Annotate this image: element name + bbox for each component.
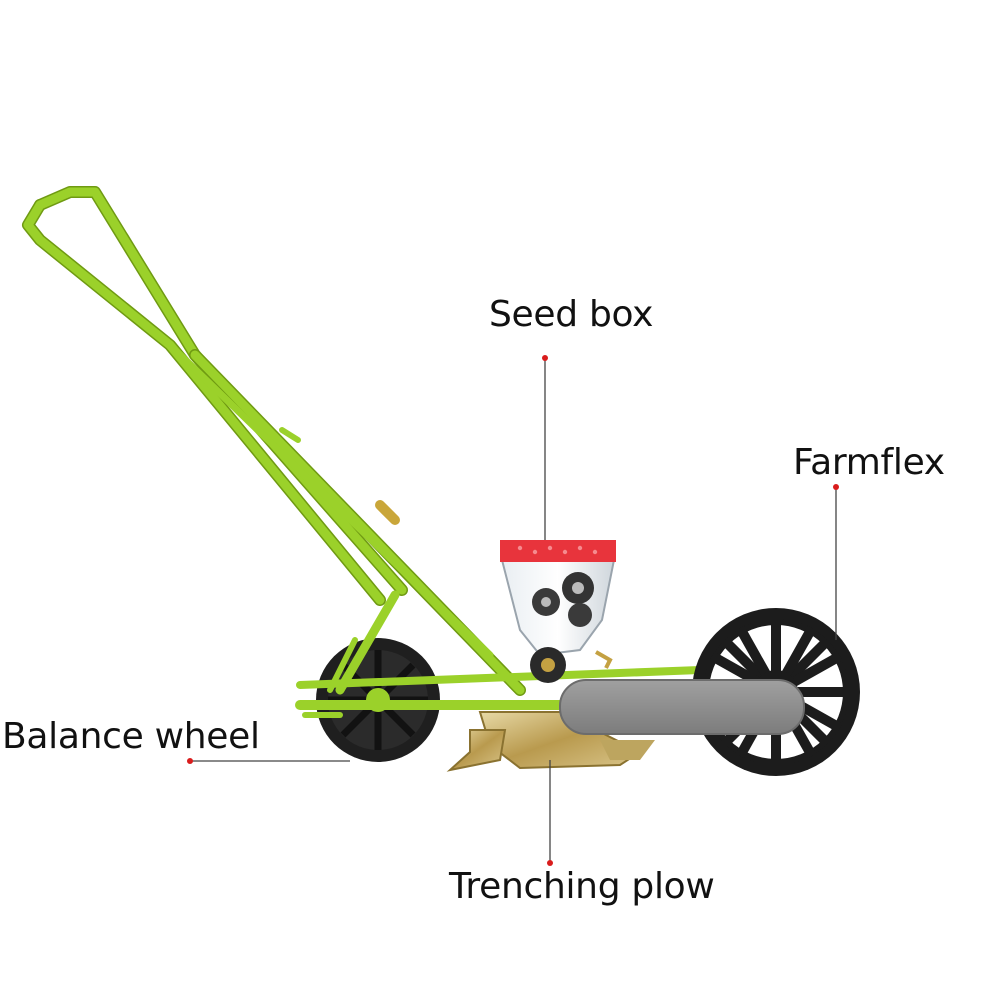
wheel-arms: [295, 590, 704, 718]
farmflex-dot: [833, 484, 839, 490]
trenching-plow: [446, 711, 655, 772]
seed-box-dot: [542, 355, 548, 361]
seed-hopper: [500, 540, 616, 683]
balance-wheel-label: Balance wheel: [2, 716, 260, 757]
balance-wheel-dot: [187, 758, 193, 764]
leader-lines: [190, 358, 837, 863]
seed-box-label: Seed box: [489, 294, 654, 335]
trenching-plow-label: Trenching plow: [449, 866, 715, 907]
handle-frame: [22, 186, 526, 696]
leader-dots: [187, 355, 839, 866]
trenching-plow-dot: [547, 860, 553, 866]
drive-cover: [559, 679, 805, 735]
farmflex-label: Farmflex: [793, 442, 945, 483]
